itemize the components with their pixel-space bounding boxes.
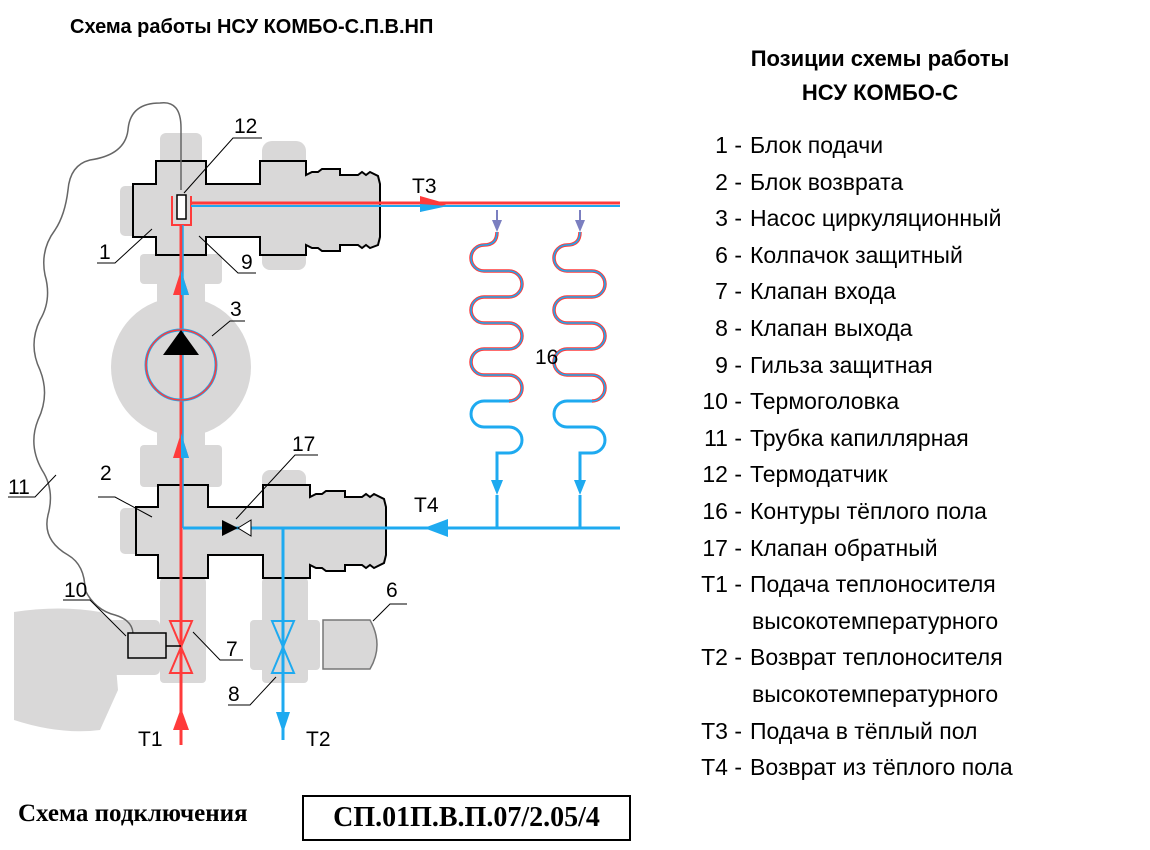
legend-num: 9 - (715, 351, 742, 378)
legend-num: 1 - (715, 132, 742, 158)
t4-arrow (424, 519, 448, 537)
label-12: 12 (234, 115, 257, 138)
legend-text: Контуры тёплого пола (750, 497, 987, 524)
floor-loops (469, 208, 607, 497)
legend-num: 7 - (715, 278, 742, 305)
connection-scheme-code: СП.01П.В.П.07/2.05/4 (302, 795, 631, 841)
legend-text: Трубка капиллярная (750, 424, 969, 451)
legend-item: 1 - Блок подачи (660, 127, 1080, 164)
label-10: 10 (64, 579, 87, 602)
legend-text: Насос циркуляционный (750, 205, 1002, 232)
legend-title: Позиции схемы работы НСУ КОМБО-С (700, 42, 1060, 110)
label-t4: T4 (414, 494, 439, 517)
label-t3: T3 (412, 175, 437, 198)
label-11: 11 (8, 476, 30, 499)
legend-item: T1 - Подача теплоносителя (660, 566, 1080, 603)
legend-num: 17 - (702, 534, 742, 561)
capillary-tube (33, 101, 182, 634)
legend-item: 8 - Клапан выхода (660, 310, 1080, 347)
outlet-valve (270, 620, 296, 674)
label-t2: T2 (306, 728, 331, 751)
supply-lines (173, 196, 620, 745)
legend-text: Блок подачи (750, 132, 884, 158)
check-valve (222, 519, 252, 537)
legend-num: T1 - (701, 571, 742, 598)
label-t1: T1 (138, 728, 163, 751)
legend-item: 11 - Трубка капиллярная (660, 420, 1080, 457)
legend-item: 17 - Клапан обратный (660, 530, 1080, 567)
legend-item: T4 - Возврат из тёплого пола (660, 749, 1080, 786)
legend-item: 16 - Контуры тёплого пола (660, 493, 1080, 530)
legend-item: 12 - Термодатчик (660, 456, 1080, 493)
label-16: 16 (535, 346, 558, 369)
legend-num: 6 - (715, 241, 742, 268)
legend-text: Термоголовка (750, 388, 900, 415)
pump-triangle (163, 330, 199, 355)
legend-text: Клапан обратный (750, 534, 938, 561)
return-lines (183, 495, 620, 740)
legend-item-cont: высокотемпературного (660, 676, 1080, 713)
connection-scheme-label: Схема подключения (18, 800, 248, 827)
label-1: 1 (99, 241, 111, 264)
legend-item: 6 - Колпачок защитный (660, 237, 1080, 274)
legend-text: Термодатчик (750, 461, 888, 488)
legend-text: высокотемпературного (752, 680, 999, 707)
legend-item: 7 - Клапан входа (660, 273, 1080, 310)
legend-title-line1: Позиции схемы работы (750, 46, 1010, 71)
page-title: Схема работы НСУ КОМБО-С.П.В.НП (70, 16, 434, 38)
legend-text: Блок возврата (750, 168, 904, 195)
label-7: 7 (226, 638, 238, 661)
legend-num: 8 - (715, 314, 742, 341)
legend-item: 2 - Блок возврата (660, 164, 1080, 201)
legend-text: Клапан выхода (750, 314, 913, 341)
legend-item: 3 - Насос циркуляционный (660, 200, 1080, 237)
legend-num: T4 - (701, 754, 742, 781)
legend-text: высокотемпературного (752, 607, 999, 634)
legend-num: 3 - (715, 205, 742, 232)
supply-block (132, 160, 381, 256)
thermo-sensor (176, 194, 187, 220)
legend-num: T3 - (701, 717, 742, 744)
legend-text: Возврат из тёплого пола (750, 754, 1013, 781)
legend-text: Подача теплоносителя (750, 571, 996, 598)
legend-num: 2 - (715, 168, 742, 195)
return-block (135, 484, 387, 579)
legend-num: 16 - (702, 497, 742, 524)
connection-diagram: 12 T3 1 9 3 16 17 2 11 T4 10 6 7 8 T1 T2 (8, 101, 620, 751)
thermo-head (127, 632, 167, 659)
leader-lines (8, 137, 407, 706)
label-8: 8 (228, 683, 240, 706)
legend-text: Колпачок защитный (750, 241, 963, 268)
t2-arrow (276, 712, 290, 733)
legend-text: Клапан входа (750, 278, 896, 305)
legend-num: 11 - (704, 424, 742, 451)
legend-text: Подача в тёплый пол (750, 717, 978, 744)
legend-text: Гильза защитная (750, 351, 933, 378)
inlet-valve (168, 620, 194, 674)
legend-num: T2 - (701, 644, 742, 671)
legend-num: 10 - (702, 388, 742, 415)
label-6: 6 (386, 579, 398, 602)
legend-num: 12 - (702, 461, 742, 488)
legend-item-cont: высокотемпературного (660, 603, 1080, 640)
label-2: 2 (100, 462, 112, 485)
legend-title-line2: НСУ КОМБО-С (801, 80, 959, 105)
protective-cap (322, 619, 378, 670)
label-9: 9 (241, 251, 253, 274)
legend-list: 1 - Блок подачи 2 - Блок возврата 3 - Насос… (660, 127, 1080, 786)
legend-item: 9 - Гильза защитная (660, 347, 1080, 384)
label-17: 17 (292, 433, 315, 456)
legend-item: T2 - Возврат теплоносителя (660, 639, 1080, 676)
legend-text: Возврат теплоносителя (750, 644, 1003, 671)
legend-item: T3 - Подача в тёплый пол (660, 713, 1080, 750)
legend-item: 10 - Термоголовка (660, 383, 1080, 420)
label-3: 3 (230, 298, 242, 321)
